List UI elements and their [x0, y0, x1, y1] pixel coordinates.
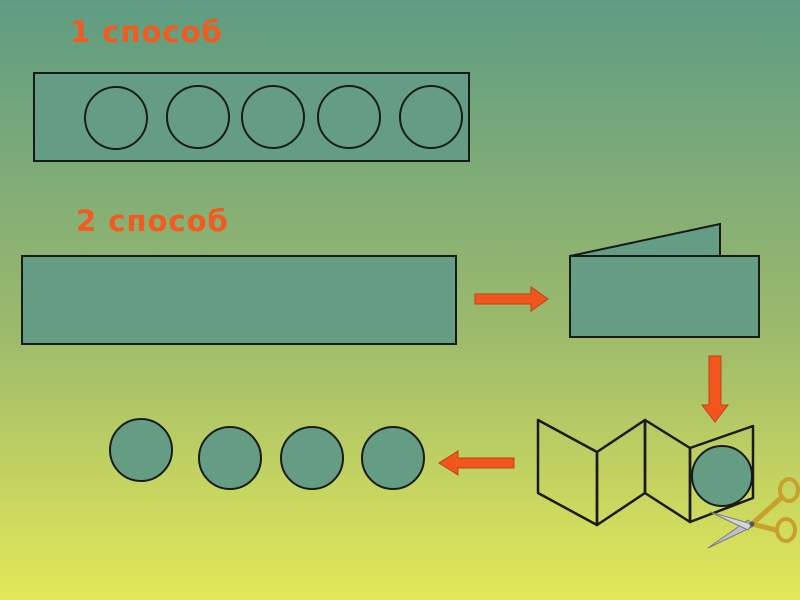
arrow-down-icon: [700, 355, 730, 423]
scissors-handle: [778, 477, 800, 503]
paper-strip-long: [21, 255, 457, 345]
arrow-right-icon: [474, 286, 549, 312]
scissors-icon: [707, 477, 800, 549]
strip-circle: [166, 85, 230, 149]
method-1-label: 1 способ: [70, 15, 223, 49]
cut-circle: [691, 445, 753, 507]
result-circle: [198, 426, 262, 490]
strip-circle: [317, 85, 381, 149]
scissors-blade: [709, 511, 753, 531]
method-2-label: 2 способ: [76, 204, 229, 238]
result-circle: [109, 418, 173, 482]
strip-circle: [84, 86, 148, 150]
scissors-shank: [749, 494, 785, 527]
scissors-handle: [775, 517, 797, 543]
result-circles: [109, 418, 425, 490]
result-circle: [361, 426, 425, 490]
folded-strip: [569, 222, 760, 338]
result-circle: [280, 426, 344, 490]
scissors-shank: [749, 521, 779, 533]
accordion-panel: [688, 424, 755, 524]
strip-circle: [399, 85, 463, 149]
scissors-pivot: [749, 521, 755, 527]
paper-strip: [33, 72, 470, 162]
arrow-left-icon: [438, 450, 515, 476]
strip-circle: [241, 85, 305, 149]
folded-strip-front: [569, 255, 760, 338]
accordion-strip: [536, 418, 755, 527]
method-1-group: [33, 72, 470, 162]
